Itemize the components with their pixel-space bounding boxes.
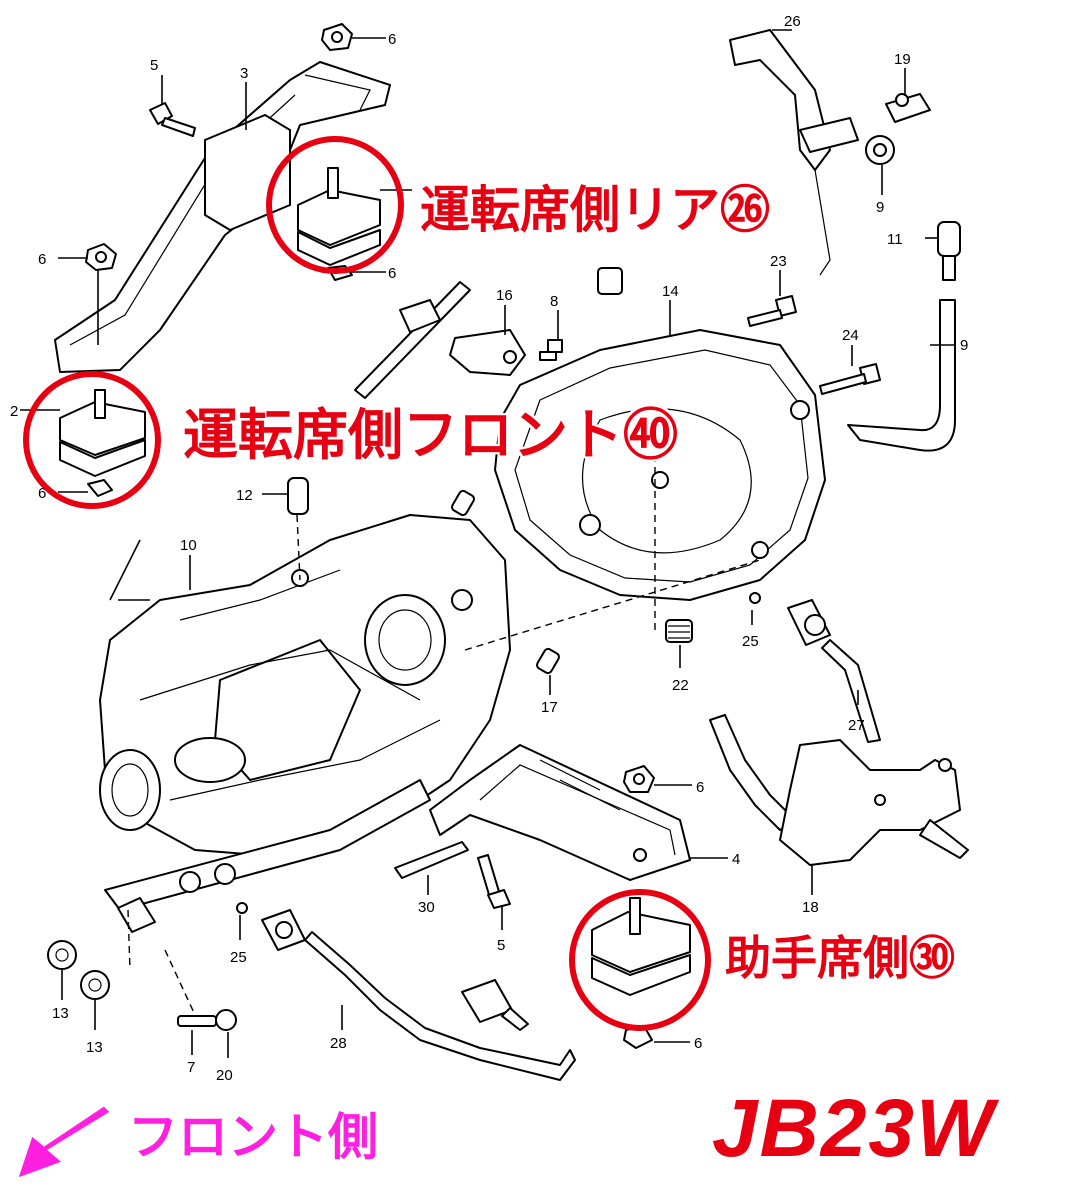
part-number: 6	[696, 779, 704, 796]
plug-22	[665, 619, 693, 643]
part-number: 26	[784, 13, 801, 30]
part-number: 3	[240, 65, 248, 82]
part-number: 11	[887, 231, 903, 248]
bracket-16	[449, 329, 526, 376]
grommet-9-top	[865, 135, 895, 165]
bolt-24	[819, 363, 881, 395]
part-number: 13	[86, 1039, 103, 1056]
pin-7	[177, 1015, 217, 1027]
highlight-circles	[23, 136, 711, 1031]
ball-25	[236, 592, 761, 914]
part-number: 13	[52, 1005, 69, 1022]
part-number: 24	[842, 327, 859, 344]
part-number: 10	[180, 537, 197, 554]
part-number: 14	[662, 283, 679, 300]
mount-rubber-26	[297, 167, 381, 281]
shift-lever-bracket-18	[709, 714, 969, 866]
clip-30	[394, 841, 469, 879]
bushing-top	[597, 267, 623, 295]
breather-hose-9	[847, 299, 956, 452]
clip-19	[885, 93, 931, 123]
part-number: 30	[418, 899, 435, 916]
mount-rubber-2	[59, 389, 146, 497]
part-number: 4	[732, 851, 740, 868]
part-number: 5	[150, 57, 158, 74]
bolt-icon	[149, 102, 196, 137]
part-number-labels: 6 5 3 6 2 6 6 26 19 9 11 23 16 8 14 24 9…	[10, 13, 968, 1084]
part-number: 2	[10, 403, 18, 420]
callout-driver-front: 運転席側フロント㊵	[183, 403, 679, 467]
part-number: 20	[216, 1067, 233, 1084]
front-side-label: フロント側	[128, 1108, 378, 1166]
part-number: 16	[496, 287, 513, 304]
sensor-harness-28	[261, 909, 576, 1081]
transfer-case-cover-14	[494, 329, 826, 601]
callout-driver-rear: 運転席側リア㉖	[420, 181, 770, 239]
part-number: 18	[802, 899, 819, 916]
model-code: JB23W	[712, 1083, 996, 1174]
nut-icon	[321, 23, 353, 51]
part-number: 5	[497, 937, 505, 954]
part-number: 6	[388, 265, 396, 282]
part-number: 23	[770, 253, 787, 270]
mount-rubber-30	[591, 897, 691, 1049]
breather-cap-11	[937, 221, 961, 281]
part-number: 22	[672, 677, 689, 694]
part-number: 25	[742, 633, 759, 650]
cap-12	[287, 477, 309, 515]
rod-piece	[354, 281, 471, 399]
part-number: 19	[894, 51, 911, 68]
highlight-circle-front	[23, 371, 161, 509]
part-number: 6	[38, 485, 46, 502]
socket-piece	[117, 897, 156, 933]
part-number: 25	[230, 949, 247, 966]
part-number: 27	[848, 717, 865, 734]
callout-passenger: 助手席側㉚	[725, 931, 955, 985]
plug-13a	[47, 940, 77, 970]
bolt-5-lower	[477, 854, 511, 909]
transfer-case-10	[99, 514, 511, 911]
bolt-23	[747, 295, 797, 327]
plug-13b	[80, 970, 110, 1000]
part-number: 8	[550, 293, 558, 310]
front-arrow-icon	[17, 1105, 111, 1179]
front-mount-bracket-4	[429, 744, 691, 881]
part-number: 9	[876, 199, 884, 216]
nut-icon	[85, 243, 117, 271]
bolt-20	[215, 1009, 237, 1031]
leader-lines	[20, 29, 955, 1058]
part-number: 6	[694, 1035, 702, 1052]
part-number: 17	[541, 699, 558, 716]
highlight-circle-rear	[266, 136, 404, 274]
nut-icon	[623, 765, 655, 793]
part-number: 9	[960, 337, 968, 354]
part-number: 7	[187, 1059, 195, 1076]
bracket-26	[729, 29, 859, 276]
part-number: 12	[236, 487, 253, 504]
part-number: 28	[330, 1035, 347, 1052]
sensor-27	[787, 599, 881, 743]
part-number: 6	[38, 251, 46, 268]
part-number: 6	[388, 31, 396, 48]
bolt-8	[539, 339, 563, 361]
highlight-circle-passenger	[569, 889, 711, 1031]
dowel-pin	[451, 489, 560, 675]
